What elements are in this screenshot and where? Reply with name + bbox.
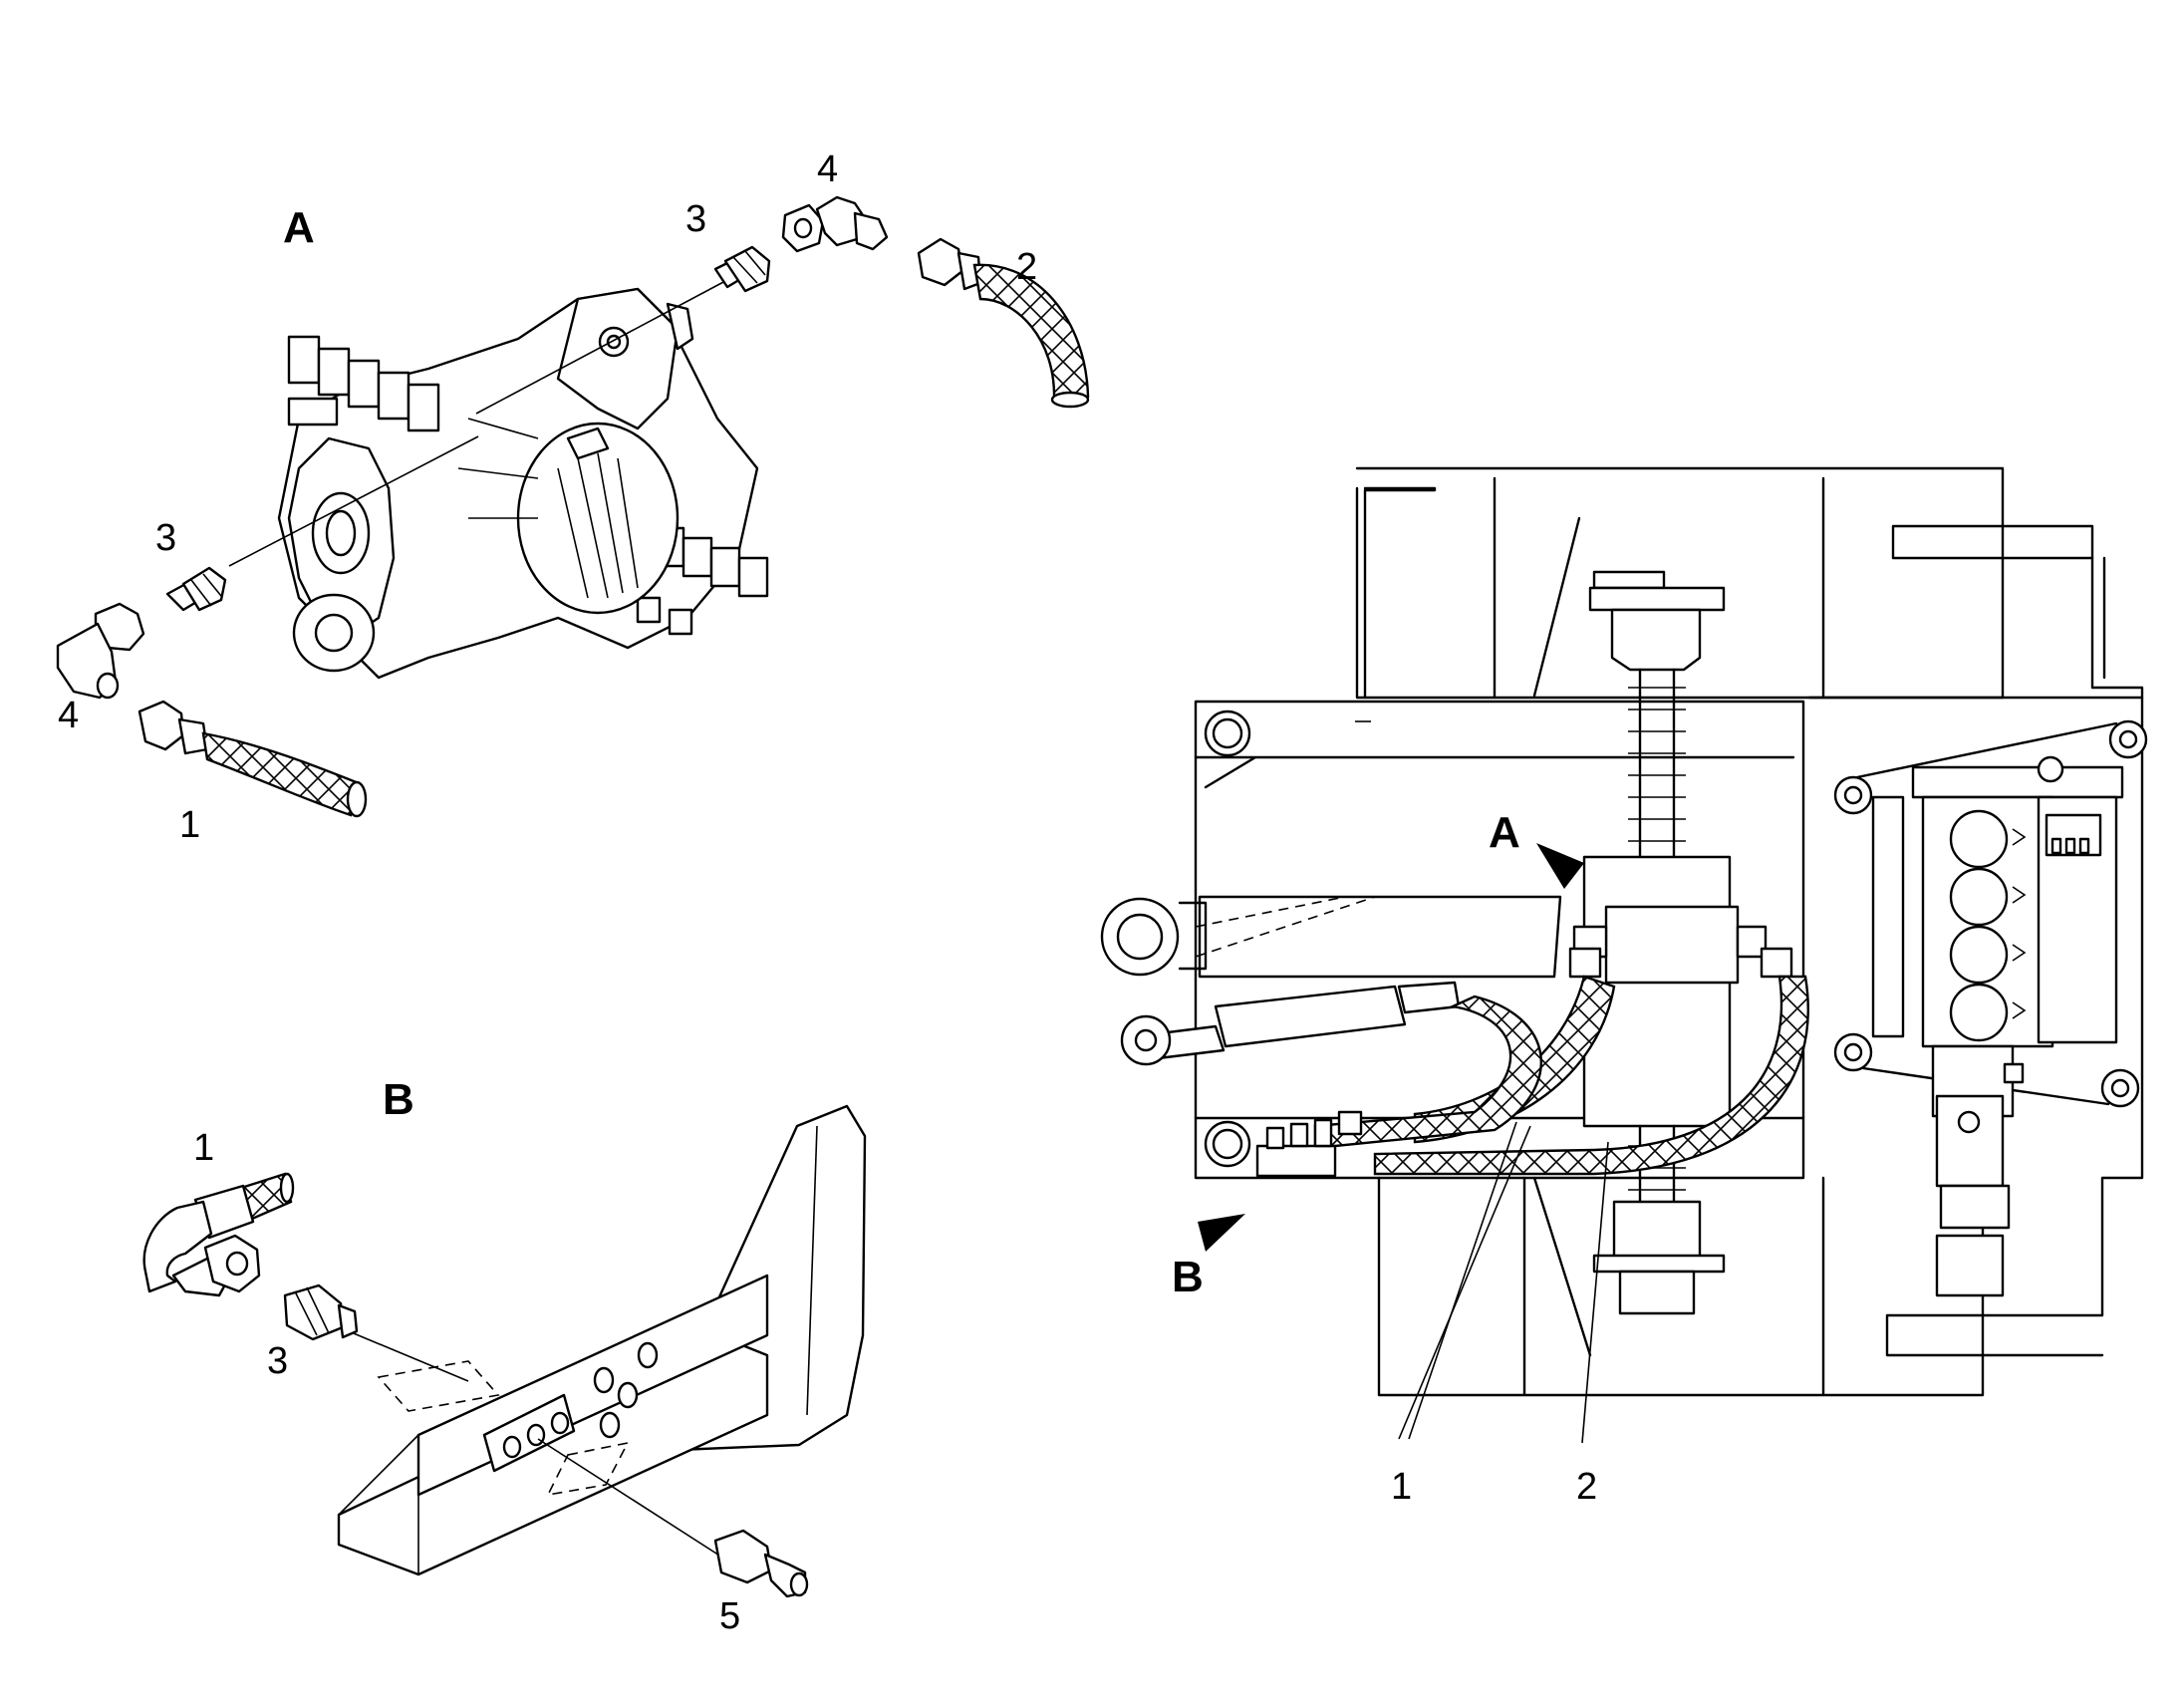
view-a-explode-axis-right (475, 280, 726, 415)
view-b-grease-nipple (713, 1529, 809, 1598)
view-b-callout-1: 1 (193, 1127, 214, 1169)
overview-assembly: A B 1 2 (1100, 466, 2148, 1508)
overview-hose-2 (1373, 975, 1809, 1176)
view-b-hose (142, 1172, 295, 1297)
overview-boom-arm (1198, 895, 1562, 979)
overview-leader-1a (1398, 1125, 1531, 1440)
overview-label-a: A (1489, 808, 1520, 857)
overview-label-b: B (1172, 1253, 1204, 1301)
view-a: A (56, 148, 1090, 846)
view-b-explode-axis-upper (348, 1330, 469, 1382)
view-b-callout-3: 3 (267, 1340, 288, 1382)
view-a-label: A (283, 203, 315, 252)
gearbox-assembly (277, 287, 769, 680)
view-b-label: B (383, 1075, 414, 1124)
view-a-callout-1: 1 (179, 804, 200, 846)
view-a-callout-4-right: 4 (817, 148, 838, 190)
view-a-callout-3-right: 3 (685, 198, 706, 240)
overview-callout-2: 2 (1576, 1466, 1597, 1508)
view-b-explode-axis-lower (537, 1438, 728, 1562)
view-a-elbow-left (56, 602, 145, 700)
view-b-dashed-outline-upper (377, 1360, 500, 1412)
overview-main-frame (1194, 700, 1805, 1180)
overview-arrow-a (1536, 843, 1584, 889)
overview-actuator-block (1604, 905, 1740, 985)
view-a-adapter-right (713, 245, 771, 293)
view-a-callout-2: 2 (1016, 246, 1037, 288)
view-b-dashed-outline-lower (546, 1441, 630, 1497)
view-b-callout-5: 5 (719, 1595, 740, 1637)
overview-leader-1b (1408, 1121, 1517, 1440)
overview-leader-2 (1581, 1141, 1609, 1444)
overview-callout-1: 1 (1391, 1466, 1412, 1508)
view-a-callout-4-left: 4 (58, 695, 79, 736)
view-a-callout-3-left: 3 (155, 517, 176, 559)
view-a-hose-right (917, 237, 1090, 409)
view-a-adapter-left (165, 566, 227, 612)
view-a-explode-axis-left (228, 435, 479, 567)
frame-bracket (337, 1104, 867, 1576)
overview-arrow-b (1198, 1214, 1245, 1252)
view-b: B (142, 1075, 867, 1637)
view-a-hose-left (137, 700, 368, 818)
view-a-elbow-right (781, 195, 889, 253)
view-b-adapter (283, 1283, 359, 1341)
overview-hose-1b (1313, 995, 1542, 1150)
